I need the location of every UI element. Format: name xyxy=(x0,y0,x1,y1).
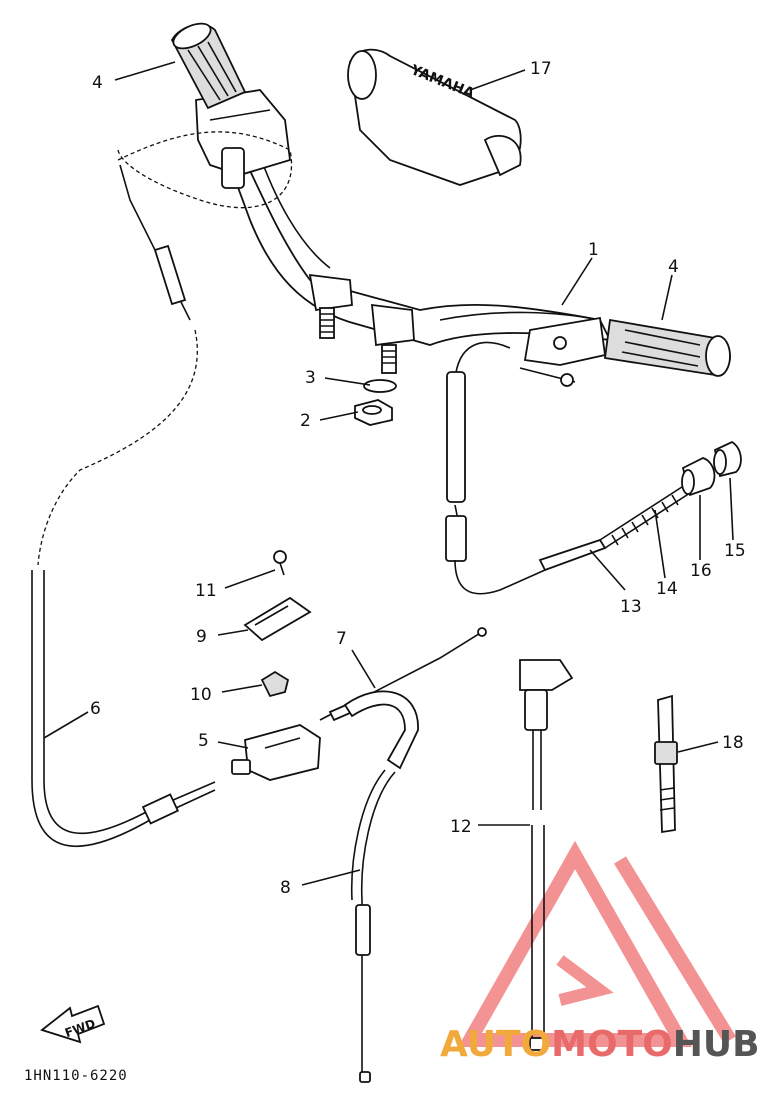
diagram-code: 1HN110-6220 xyxy=(24,1068,128,1084)
callout-8-cable: 8 xyxy=(280,878,291,898)
callout-14-spring: 14 xyxy=(656,579,678,599)
cable-cap-15 xyxy=(713,440,742,478)
callout-9-cover: 9 xyxy=(196,627,207,647)
mounting-clamp-right xyxy=(370,303,415,374)
screw xyxy=(273,550,287,576)
left-switch-housing xyxy=(195,89,291,189)
callout-16-cap: 16 xyxy=(690,561,712,581)
switch-knob xyxy=(260,670,290,698)
lever-housing xyxy=(231,724,321,781)
callout-5-housing: 5 xyxy=(198,731,209,751)
throttle-cable-adjuster xyxy=(538,484,691,572)
nut xyxy=(354,399,393,426)
switch-cover xyxy=(243,596,312,642)
cable-cap-16 xyxy=(681,457,716,497)
callout-4-right-grip: 4 xyxy=(668,257,679,277)
cable-band xyxy=(654,694,678,834)
svg-text:AUTOMOTOHUB: AUTOMOTOHUB xyxy=(440,1024,760,1065)
callout-7-cable: 7 xyxy=(336,629,347,649)
left-grip xyxy=(170,22,247,110)
callout-6-cable: 6 xyxy=(90,699,101,719)
callout-12-cable: 12 xyxy=(450,817,472,837)
cable-6 xyxy=(31,131,293,848)
callout-10-switch: 10 xyxy=(190,685,212,705)
washer xyxy=(363,379,397,393)
cable-12 xyxy=(519,659,574,1051)
callout-11-screw: 11 xyxy=(195,581,217,601)
watermark-part-3: HUB xyxy=(673,1024,760,1065)
fwd-arrow-icon: FWD xyxy=(40,1004,106,1044)
cable-8 xyxy=(343,690,419,1083)
throttle-housing xyxy=(519,316,607,387)
watermark-text: AUTOMOTOHUB xyxy=(440,1024,760,1065)
mounting-clamp-left xyxy=(308,273,353,339)
callout-4-left-grip: 4 xyxy=(92,73,103,93)
callout-18-band: 18 xyxy=(722,733,744,753)
grip-cover: YAMAHA xyxy=(347,48,522,186)
callout-15-cap: 15 xyxy=(724,541,746,561)
callout-1-handlebar: 1 xyxy=(588,240,599,260)
callout-labels: 4 17 1 4 3 2 11 9 10 5 6 7 13 14 16 15 1… xyxy=(90,59,746,898)
throttle-cable-upper xyxy=(445,341,546,595)
watermark-logo-icon xyxy=(457,840,736,1047)
callout-13-cable: 13 xyxy=(620,597,642,617)
leader-lines xyxy=(43,61,734,886)
watermark-part-2: MOTO xyxy=(551,1024,673,1065)
right-grip xyxy=(603,318,731,377)
watermark-part-1: AUTO xyxy=(440,1024,551,1065)
callout-3-washer: 3 xyxy=(305,368,316,388)
callout-17-grip-cover: 17 xyxy=(530,59,552,79)
callout-2-nut: 2 xyxy=(300,411,311,431)
handlebar xyxy=(226,148,612,346)
